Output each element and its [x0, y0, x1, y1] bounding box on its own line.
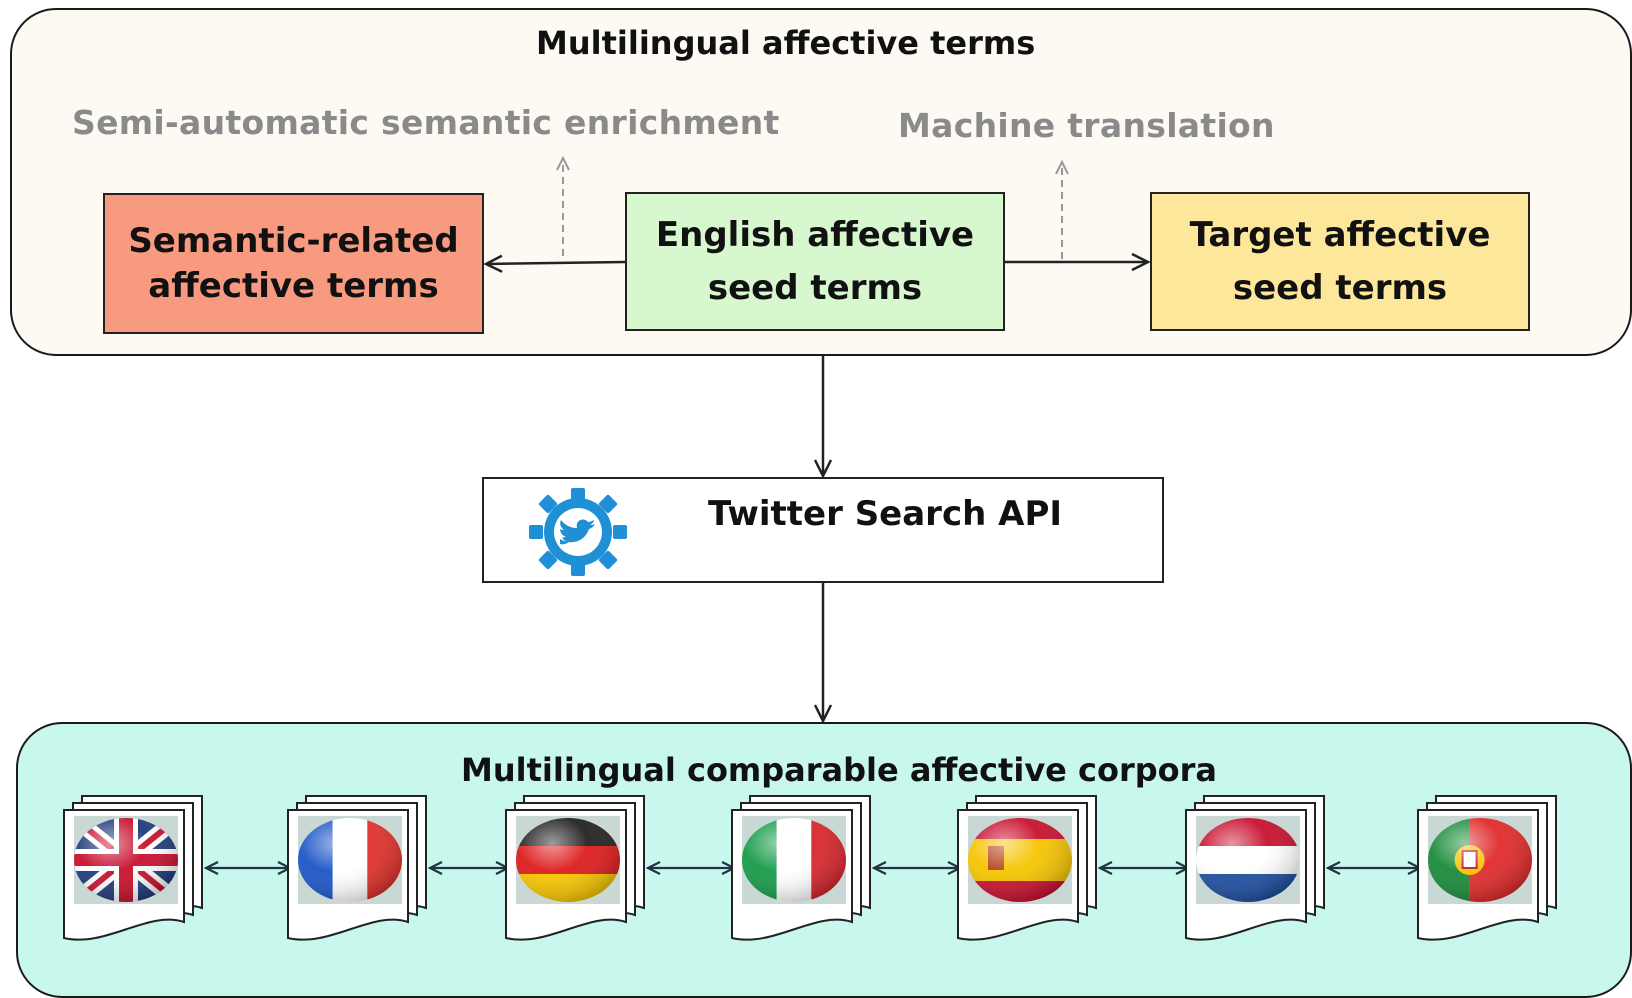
twitter-gear-icon — [529, 488, 627, 576]
germany-flag-icon — [516, 816, 620, 904]
bottom-panel-title: Multilingual comparable affective corpor… — [461, 751, 1218, 789]
italy-flag-icon — [742, 816, 846, 904]
france-flag-icon — [298, 816, 402, 904]
machine-translation-label: Machine translation — [898, 106, 1275, 145]
corpus-document-stack — [287, 795, 427, 941]
semantic-box-line2: affective terms — [148, 265, 439, 306]
corpus-document-stack — [731, 795, 871, 941]
english-box-line2: seed terms — [707, 267, 923, 308]
semantic-enrichment-label: Semi-automatic semantic enrichment — [72, 103, 780, 142]
uk-flag-icon — [74, 816, 178, 904]
corpus-document-stack — [957, 795, 1097, 941]
portugal-flag-icon — [1428, 816, 1532, 904]
spain-flag-icon — [968, 816, 1072, 904]
twitter-search-api-label: Twitter Search API — [708, 494, 1063, 534]
semantic-box-line1: Semantic-related — [128, 221, 459, 262]
semantic-related-terms-box: Semantic-related affective terms — [103, 193, 484, 334]
target-seed-terms-box: Target affective seed terms — [1150, 192, 1530, 331]
corpus-document-stack — [63, 795, 203, 941]
target-box-line2: seed terms — [1232, 267, 1448, 308]
english-box-line1: English affective — [655, 214, 975, 255]
top-panel-title: Multilingual affective terms — [536, 24, 1036, 62]
corpus-document-stack — [1185, 795, 1325, 941]
corpus-document-stack — [1417, 795, 1557, 941]
corpus-document-stack — [505, 795, 645, 941]
english-seed-terms-box: English affective seed terms — [625, 192, 1005, 331]
target-box-line1: Target affective — [1189, 214, 1491, 255]
netherlands-flag-icon — [1196, 816, 1300, 904]
